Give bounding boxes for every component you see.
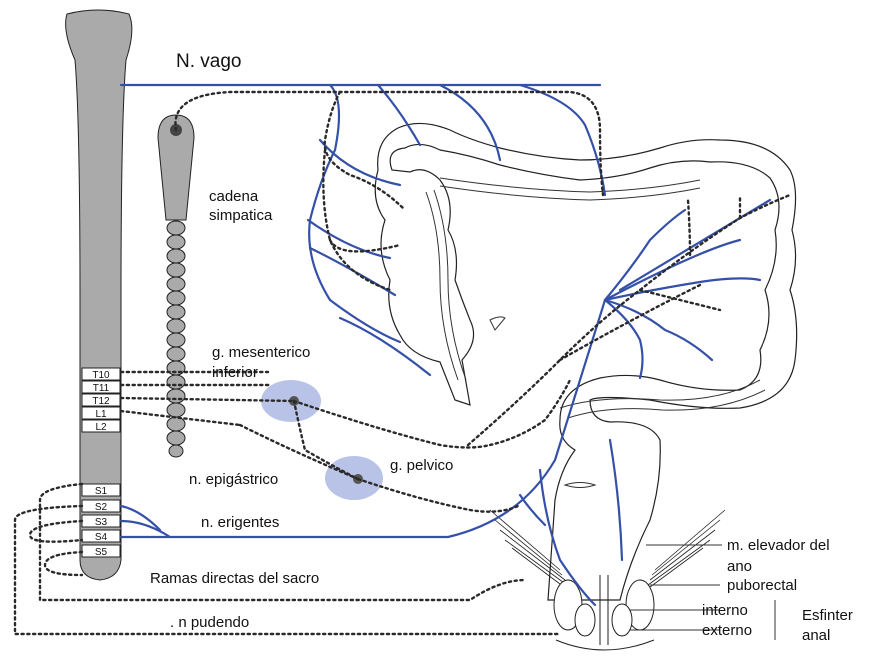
segment-s4: S4 xyxy=(95,532,108,543)
segment-s1: S1 xyxy=(95,486,108,497)
label-vagus: N. vago xyxy=(176,51,241,72)
label-sphincter-2: anal xyxy=(802,627,830,644)
label-mesenteric-ganglion: g. mesenterico xyxy=(212,344,310,361)
label-pudendal: . n pudendo xyxy=(170,614,249,631)
vagus-nerve xyxy=(121,85,605,375)
thoracolumbar-segments: T10 T11 T12 L1 L2 xyxy=(82,368,120,433)
label-levator-2: ano xyxy=(727,558,752,575)
segment-l2: L2 xyxy=(95,422,107,433)
label-sympathetic-chain-2: simpatica xyxy=(209,207,273,224)
label-erigentes: n. erigentes xyxy=(201,514,279,531)
segment-s2: S2 xyxy=(95,502,108,513)
label-internal: interno xyxy=(702,602,748,619)
sacral-segments: S1 S2 S3 S4 S5 xyxy=(82,484,120,558)
label-sphincter: Esfinter xyxy=(802,607,853,624)
label-puborectal: puborectal xyxy=(727,577,797,594)
label-pelvic-ganglion: g. pelvico xyxy=(390,457,453,474)
segment-s3: S3 xyxy=(95,517,108,528)
label-sacral-branches: Ramas directas del sacro xyxy=(150,570,319,587)
segment-t12: T12 xyxy=(92,396,110,407)
label-sympathetic-chain: cadena xyxy=(209,188,259,205)
label-levator: m. elevador del xyxy=(727,537,830,554)
sympathetic-chain xyxy=(158,115,194,457)
segment-l1: L1 xyxy=(95,409,107,420)
segment-s5: S5 xyxy=(95,547,108,558)
segment-t10: T10 xyxy=(92,370,110,381)
segment-t11: T11 xyxy=(93,383,110,394)
label-mesenteric-ganglion-2: inferior xyxy=(212,364,258,381)
label-epigastric: n. epigástrico xyxy=(189,471,278,488)
label-external: externo xyxy=(702,622,752,639)
